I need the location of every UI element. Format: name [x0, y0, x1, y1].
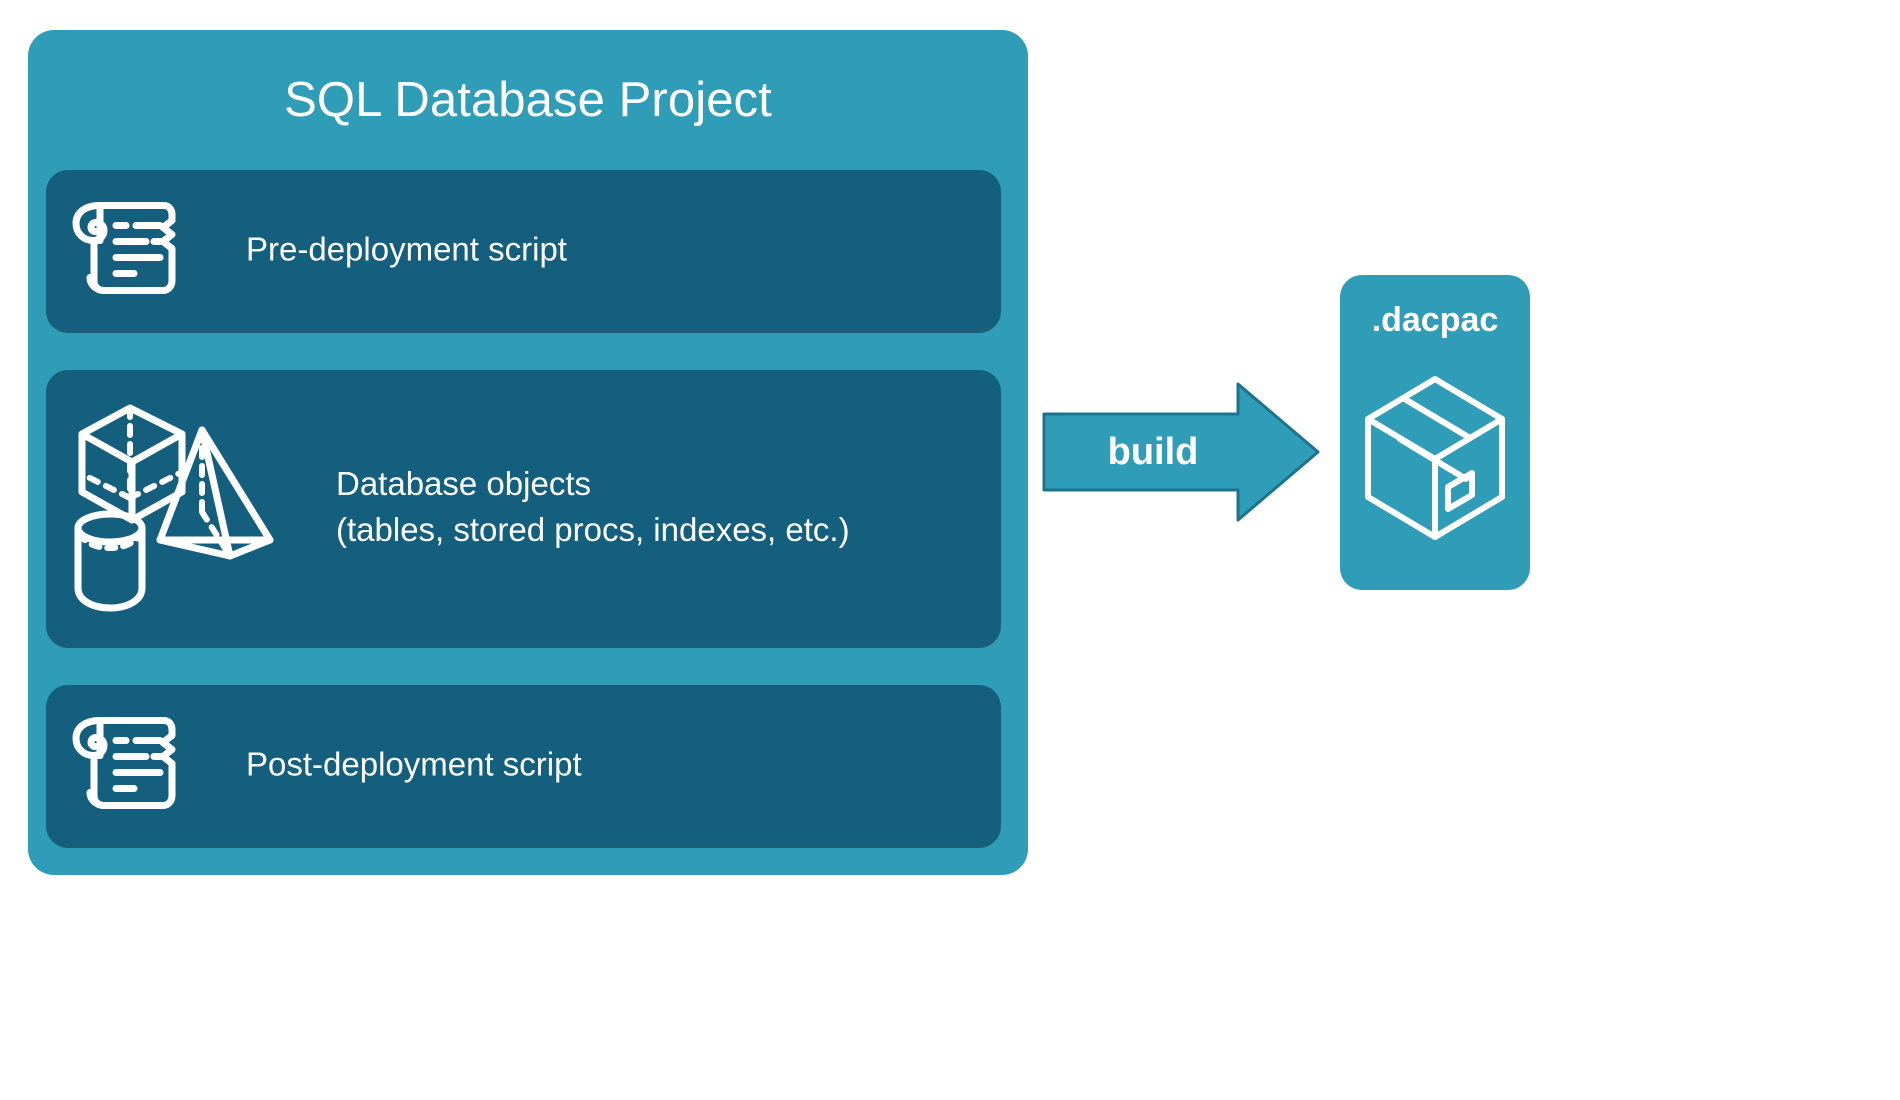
panel-label-pre-deployment: Pre-deployment script — [246, 230, 567, 268]
sql-database-project-card: SQL Database Project — [28, 30, 1028, 875]
project-title: SQL Database Project — [284, 73, 772, 127]
panel-label-post-deployment: Post-deployment script — [246, 745, 582, 783]
cube-icon — [78, 404, 186, 524]
panel-database-objects[interactable]: Database objects (tables, stored procs, … — [46, 370, 1001, 645]
package-box-icon — [1360, 371, 1510, 546]
shapes-3d-icon — [60, 388, 320, 633]
panel-label-database-objects: Database objects (tables, stored procs, … — [336, 464, 850, 549]
scroll-icon — [68, 707, 186, 824]
dacpac-output-card[interactable]: .dacpac — [1340, 275, 1530, 590]
arrow-right-icon — [1042, 382, 1320, 522]
panel-pre-deployment-script[interactable]: Pre-deployment script — [46, 170, 1001, 330]
cylinder-icon — [74, 510, 146, 612]
pyramid-icon — [156, 426, 274, 560]
dacpac-title: .dacpac — [1371, 301, 1499, 339]
panel-post-deployment-script[interactable]: Post-deployment script — [46, 685, 1001, 845]
scroll-icon — [68, 192, 186, 309]
